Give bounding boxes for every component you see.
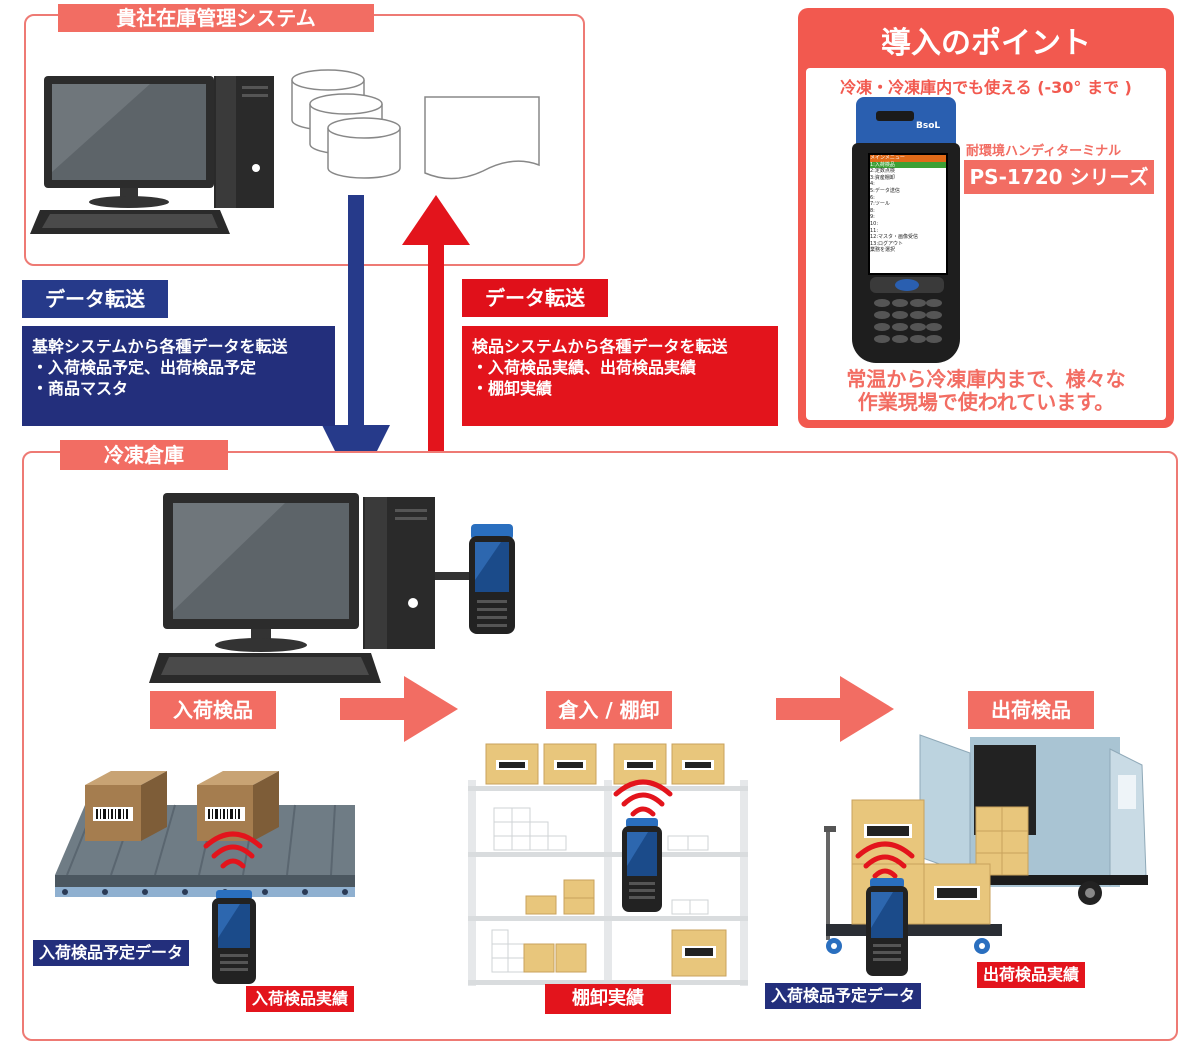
- stage-shipping: 出荷検品: [968, 691, 1094, 729]
- warehouse-label: 冷凍倉庫: [60, 440, 228, 470]
- shipping-result-chip: 出荷検品実績: [977, 962, 1086, 988]
- transfer-left-description: 基幹システムから各種データを転送 ・入荷検品予定、出荷検品予定 ・商品マスタ: [22, 326, 335, 426]
- receiving-plan-chip: 入荷検品予定データ: [33, 940, 190, 966]
- upload-arrow-icon: [402, 195, 470, 479]
- shipping-plan-chip: 入荷検品予定データ: [765, 983, 922, 1009]
- screen-menu-item: 2:定数点検: [870, 168, 895, 175]
- screen-header: メインメニュー: [870, 155, 946, 162]
- transfer-left-line: ・入荷検品予定、出荷検品予定: [32, 358, 257, 377]
- screen-menu-item: 4:: [870, 181, 875, 188]
- inventory-result-chip: 棚卸実績: [545, 984, 671, 1014]
- transfer-right-description: 検品システムから各種データを転送 ・入荷検品実績、出荷検品実績 ・棚卸実績: [462, 326, 778, 426]
- server-pc-icon: [30, 76, 274, 234]
- flow-arrow-icon: [776, 676, 894, 742]
- truck-icon: [919, 734, 1148, 905]
- cradle-terminal-icon: [435, 524, 515, 634]
- screen-menu-item: 6:: [870, 194, 875, 201]
- storage-shelf-icon: [468, 743, 748, 986]
- handheld-terminal-icon: [212, 890, 256, 984]
- handheld-terminal-large: BsoL メインメニュー 1:入荷検品 2:定数点検 3:資産棚卸 4: 5:デ…: [852, 97, 960, 367]
- transfer-right-line: ・入荷検品実績、出荷検品実績: [472, 358, 697, 377]
- footer-line: 常温から冷凍庫内まで、様々な: [846, 367, 1126, 391]
- handheld-terminal-icon: [622, 818, 662, 912]
- keypad-icon: [870, 277, 944, 343]
- handheld-terminal-icon: [866, 878, 908, 976]
- point-panel-footer: 常温から冷凍庫内まで、様々な 作業現場で使われています。: [806, 368, 1166, 414]
- product-caption: 耐環境ハンディターミナル: [966, 144, 1122, 159]
- transfer-left-title: データ転送: [22, 280, 168, 318]
- screen-menu-item: 12:マスタ・画像受信: [870, 234, 919, 241]
- receiving-result-chip: 入荷検品実績: [246, 986, 355, 1012]
- stage-receiving: 入荷検品: [150, 691, 276, 729]
- screen-menu-item: 8:: [870, 207, 875, 214]
- device-head: [856, 97, 956, 147]
- screen-menu-item: 7:ツール: [870, 201, 890, 208]
- transfer-right-title: データ転送: [462, 279, 608, 317]
- transfer-right-line: ・棚卸実績: [472, 379, 553, 398]
- screen-menu-item: 業務を選択: [870, 247, 896, 254]
- system-label: 貴社在庫管理システム: [58, 4, 374, 32]
- database-icon: [291, 69, 401, 179]
- conveyor-boxes-icon: [55, 771, 355, 897]
- product-name: PS-1720 シリーズ: [964, 160, 1154, 194]
- wireless-signal-icon: [613, 779, 673, 817]
- screen-menu-item: 1:入荷検品: [870, 161, 946, 169]
- screen-menu-item: 10:: [870, 220, 879, 227]
- document-icon: [424, 96, 540, 180]
- screen-menu-item: 11:: [870, 227, 879, 234]
- wireless-signal-icon: [203, 831, 263, 869]
- screen-menu-item: 3:資産棚卸: [870, 174, 895, 181]
- warehouse-pc-icon: [149, 493, 435, 683]
- transfer-left-line: 基幹システムから各種データを転送: [32, 337, 288, 356]
- point-panel-subtitle: 冷凍・冷凍庫内でも使える (-30° まで ): [840, 78, 1132, 97]
- flow-arrow-icon: [340, 676, 458, 742]
- screen-menu-item: 5:データ送信: [870, 187, 900, 194]
- screen-menu-item: 13:ログアウト: [870, 240, 904, 247]
- wireless-signal-icon: [855, 841, 915, 879]
- transfer-right-line: 検品システムから各種データを転送: [472, 337, 728, 356]
- transfer-left-line: ・商品マスタ: [32, 379, 129, 398]
- device-screen: メインメニュー 1:入荷検品 2:定数点検 3:資産棚卸 4: 5:データ送信 …: [868, 153, 948, 275]
- screen-menu-item: 9:: [870, 214, 875, 221]
- scanner-window: [876, 111, 914, 121]
- footer-line: 作業現場で使われています。: [857, 390, 1115, 414]
- stage-storage: 倉入 / 棚卸: [546, 691, 672, 729]
- device-brand: BsoL: [916, 121, 941, 131]
- point-panel-title: 導入のポイント: [881, 26, 1091, 61]
